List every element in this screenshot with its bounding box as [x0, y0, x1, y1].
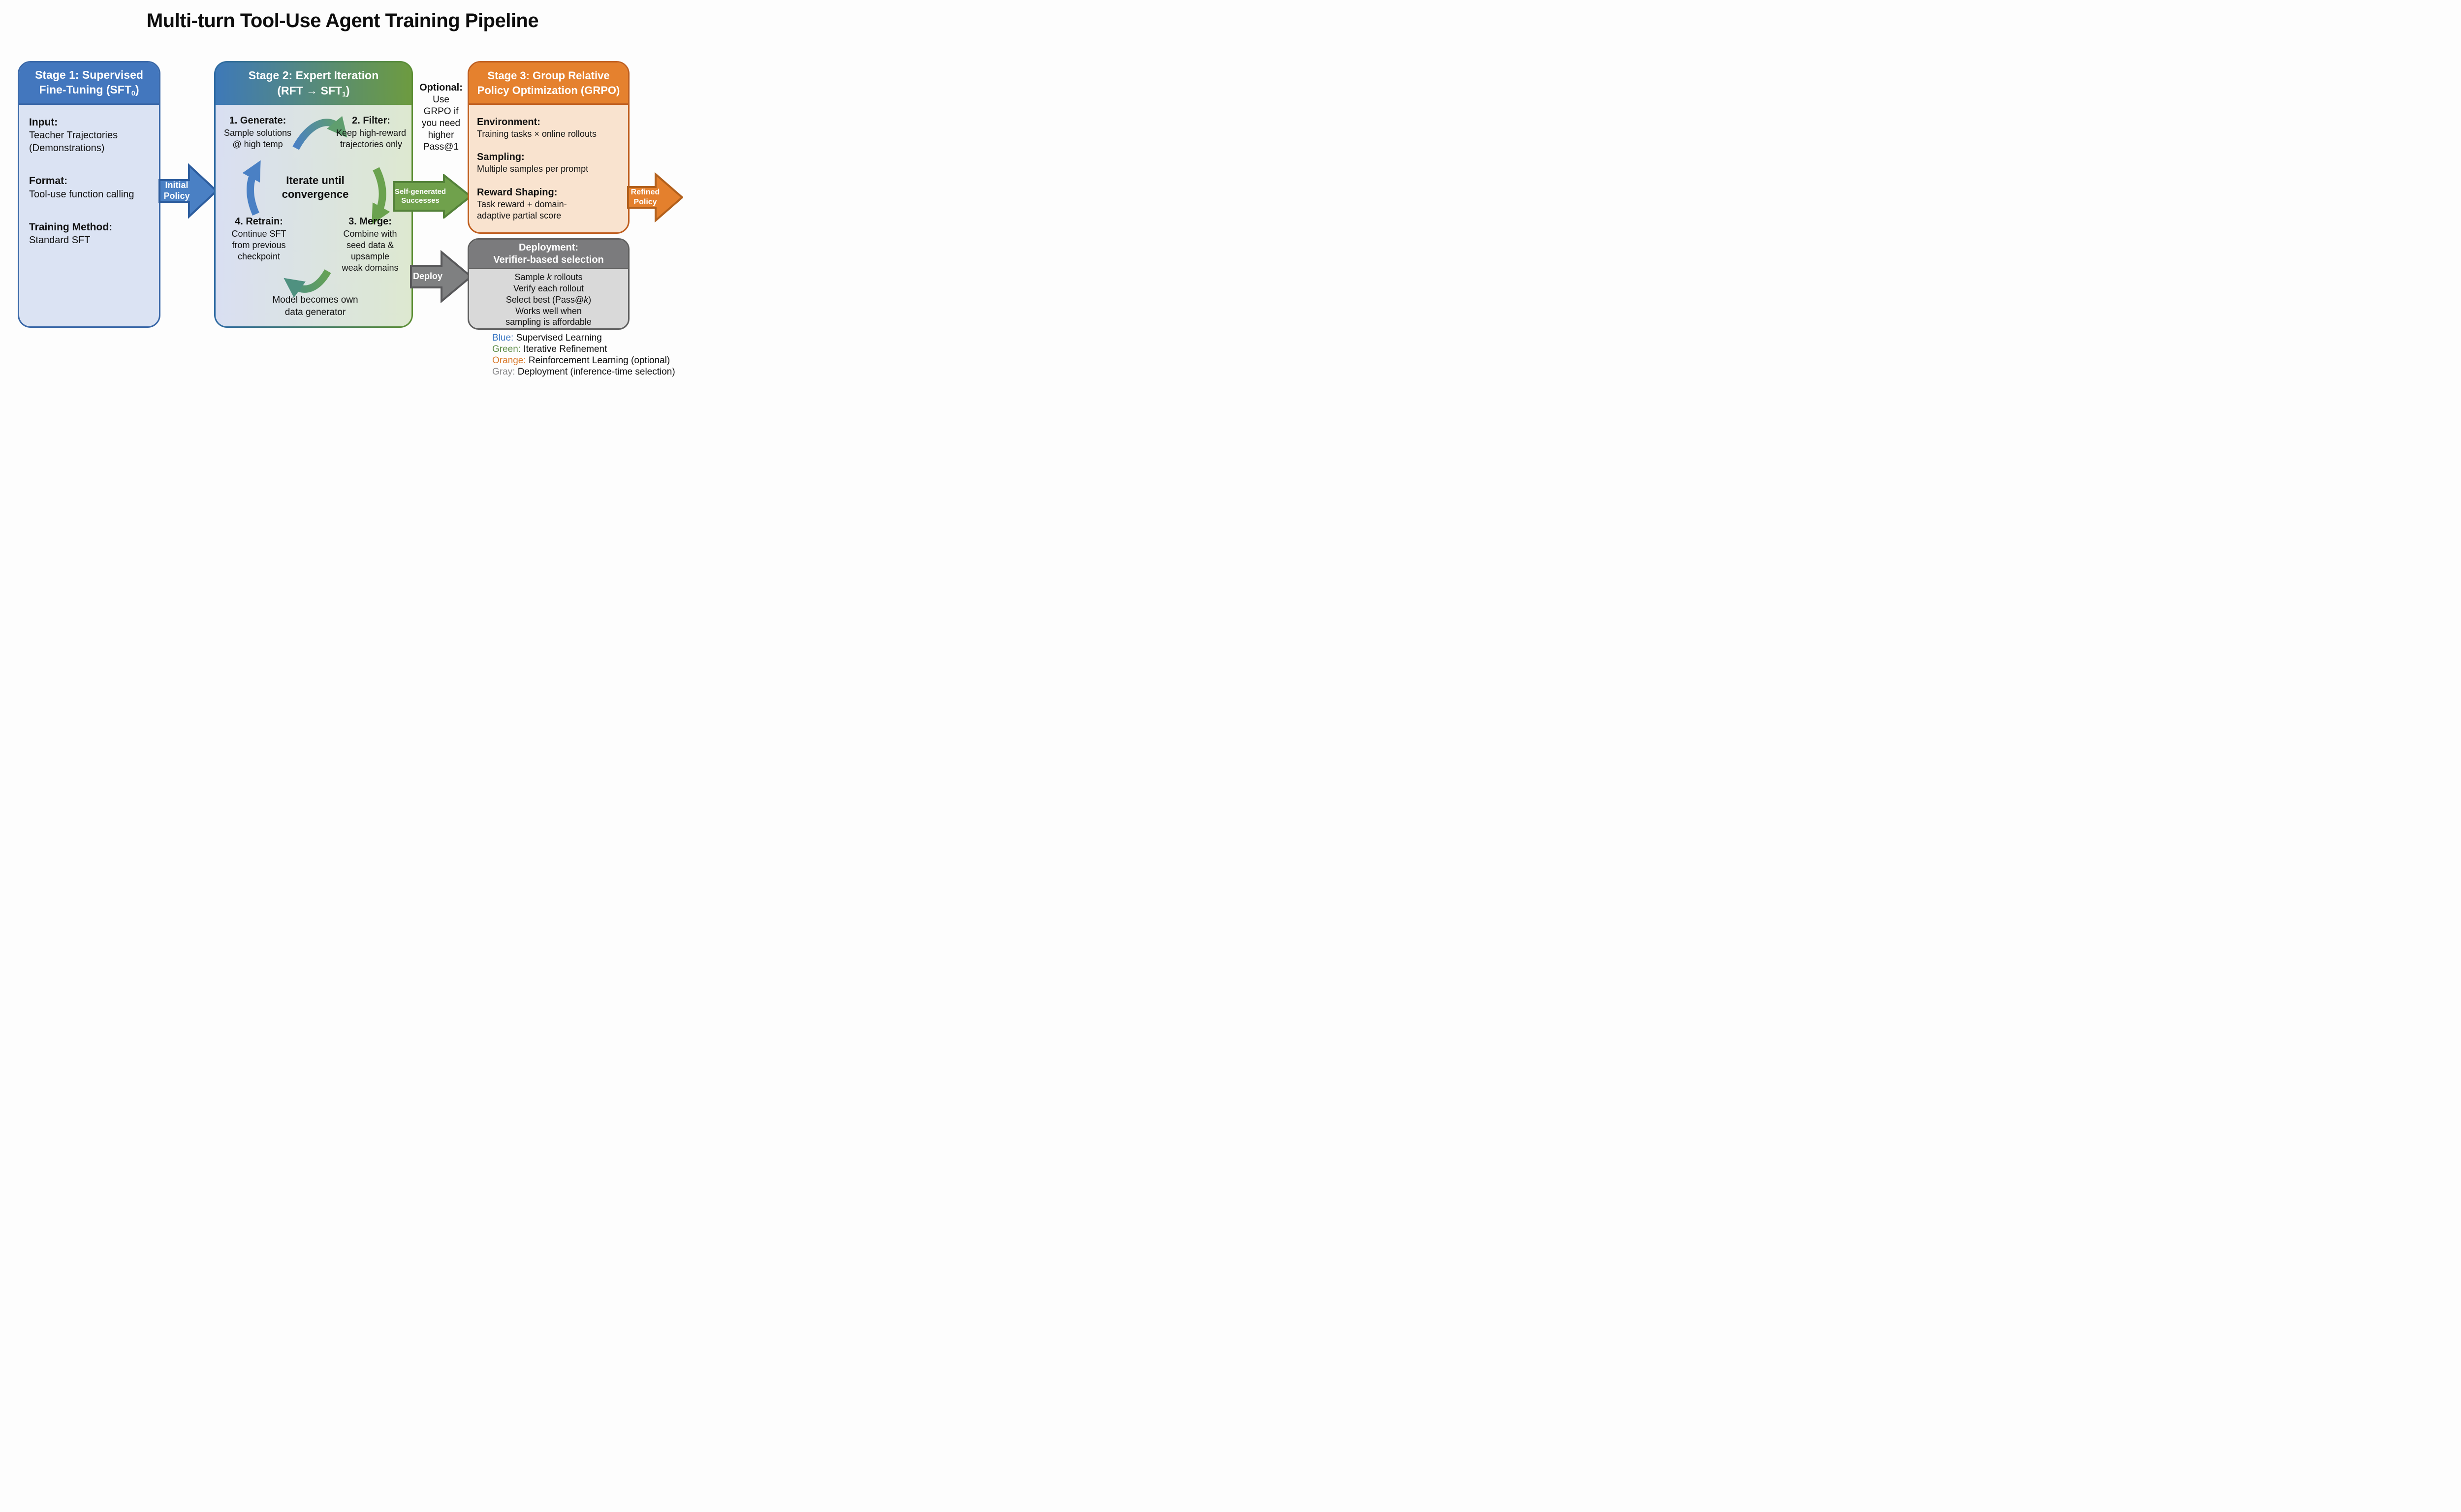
self-generated-successes-arrow: Self-generated Successes	[393, 174, 472, 219]
stage1-body: Input: Teacher Trajectories (Demonstrati…	[19, 105, 159, 247]
environment-label: Environment:	[477, 117, 540, 127]
stage3-environment-section: Environment: Training tasks × online rol…	[477, 116, 622, 140]
stage2-body: 1. Generate: Sample solutions @ high tem…	[216, 105, 411, 326]
stage1-box: Stage 1: Supervised Fine-Tuning (SFT0) I…	[18, 61, 160, 328]
merge-to-retrain-arrow-icon	[284, 269, 331, 298]
optional-grpo-note: Optional: Use GRPO if you need higher Pa…	[419, 82, 463, 152]
right-arrow-icon	[410, 250, 472, 304]
deployment-line2: Verify each rollout	[513, 283, 584, 293]
right-arrow-icon	[627, 172, 683, 222]
deployment-line3: Select best (Pass@k)	[505, 294, 592, 305]
sft0-subscript: 0	[131, 90, 135, 98]
stage2-header: Stage 2: Expert Iteration (RFT → SFT1)	[216, 63, 411, 105]
deployment-body: Sample k rollouts Verify each rollout Se…	[469, 269, 628, 328]
filter-to-merge-arrow-icon	[372, 167, 390, 225]
right-arrow-icon	[393, 174, 472, 219]
legend-swatch-orange: Orange:	[492, 355, 526, 366]
stage3-header-line2: Policy Optimization (GRPO)	[477, 84, 620, 96]
legend-item-blue: Blue: Supervised Learning	[492, 333, 602, 343]
merge-step: 3. Merge: Combine with seed data & upsam…	[342, 216, 399, 273]
filter-step: 2. Filter: Keep high-reward trajectories…	[336, 115, 407, 149]
deployment-line5: sampling is affordable	[505, 317, 592, 327]
stage1-header-line1: Stage 1: Supervised	[35, 68, 143, 81]
initial-policy-arrow: Initial Policy	[158, 161, 218, 220]
retrain-step: 4. Retrain: Continue SFT from previous c…	[231, 216, 286, 261]
stage1-header: Stage 1: Supervised Fine-Tuning (SFT0)	[19, 63, 159, 105]
stage2-box: Stage 2: Expert Iteration (RFT → SFT1)	[214, 61, 413, 328]
sft1-subscript: 1	[342, 90, 346, 98]
stage3-box: Stage 3: Group Relative Policy Optimizat…	[468, 61, 630, 234]
legend-swatch-gray: Gray:	[492, 366, 515, 377]
format-label: Format:	[29, 175, 68, 187]
reward-shaping-label: Reward Shaping:	[477, 187, 558, 198]
legend-item-green: Green: Iterative Refinement	[492, 344, 607, 354]
legend-item-gray: Gray: Deployment (inference-time selecti…	[492, 366, 675, 377]
generate-to-filter-arrow-icon	[292, 116, 347, 150]
generate-step: 1. Generate: Sample solutions @ high tem…	[223, 115, 292, 149]
iteration-cycle-arrows	[242, 116, 390, 298]
refined-policy-arrow: Refined Policy	[627, 172, 683, 222]
page-title: Multi-turn Tool-Use Agent Training Pipel…	[146, 10, 539, 32]
stage3-sampling-section: Sampling: Multiple samples per prompt	[477, 151, 622, 175]
iterate-until-convergence: Iterate until convergence	[282, 174, 349, 200]
deployment-box: Deployment: Verifier-based selection Sam…	[468, 238, 630, 330]
stage2-header-line2: (RFT → SFT1)	[277, 84, 350, 98]
stage1-header-line2: Fine-Tuning (SFT0)	[39, 83, 139, 98]
deployment-header-line1: Deployment:	[518, 242, 579, 253]
deployment-line4: Works well when	[515, 306, 582, 316]
training-method-label: Training Method:	[29, 221, 113, 233]
right-arrow-icon	[158, 163, 218, 219]
stage1-input-section: Input: Teacher Trajectories (Demonstrati…	[29, 116, 150, 155]
sampling-label: Sampling:	[477, 152, 525, 163]
deployment-header: Deployment: Verifier-based selection	[469, 240, 628, 269]
stage2-header-line1: Stage 2: Expert Iteration	[248, 69, 379, 82]
stage1-training-section: Training Method: Standard SFT	[29, 220, 150, 247]
stage3-header-line1: Stage 3: Group Relative	[487, 69, 610, 82]
deploy-arrow: Deploy	[410, 249, 472, 304]
stage3-body: Environment: Training tasks × online rol…	[469, 105, 628, 222]
deployment-line1: Sample k rollouts	[514, 272, 583, 282]
color-legend: Blue: Supervised Learning Green: Iterati…	[492, 333, 675, 378]
stage3-reward-section: Reward Shaping: Task reward + domain- ad…	[477, 186, 622, 222]
legend-swatch-blue: Blue:	[492, 333, 514, 343]
legend-swatch-green: Green:	[492, 344, 521, 354]
model-data-generator-note: Model becomes own data generator	[272, 295, 358, 317]
legend-item-orange: Orange: Reinforcement Learning (optional…	[492, 355, 670, 366]
input-label: Input:	[29, 117, 58, 128]
deployment-header-line2: Verifier-based selection	[493, 254, 604, 265]
pipeline-diagram: Multi-turn Tool-Use Agent Training Pipel…	[0, 0, 685, 378]
stage1-format-section: Format: Tool-use function calling	[29, 174, 150, 200]
retrain-to-generate-arrow-icon	[242, 160, 261, 216]
stage3-header: Stage 3: Group Relative Policy Optimizat…	[469, 63, 628, 105]
